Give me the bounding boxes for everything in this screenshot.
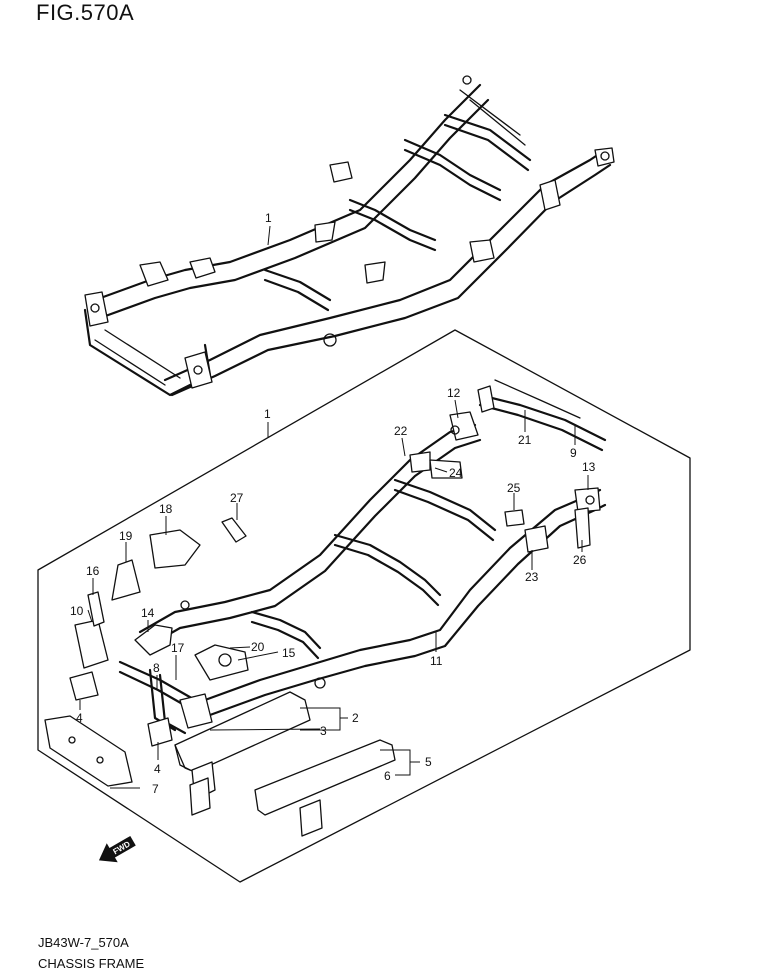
exploded-view-border [37, 329, 691, 883]
callout-15: 15 [282, 646, 296, 660]
callout-9: 9 [570, 446, 577, 460]
callout-13: 13 [582, 460, 596, 474]
callout-1-lower: 1 [264, 407, 271, 421]
callout-23: 23 [525, 570, 539, 584]
callout-5: 5 [425, 755, 432, 769]
callout-20: 20 [251, 640, 265, 654]
callout-labels: 1 1 2 3 4 4 5 6 7 8 9 10 11 12 13 14 15 … [70, 211, 596, 796]
callout-19: 19 [119, 529, 133, 543]
callout-27: 27 [230, 491, 244, 505]
callout-21: 21 [518, 433, 532, 447]
callout-10: 10 [70, 604, 84, 618]
figure-title: FIG.570A [36, 0, 135, 25]
callout-2: 2 [352, 711, 359, 725]
callout-25: 25 [507, 481, 521, 495]
callout-14: 14 [141, 606, 155, 620]
callout-1-upper: 1 [265, 211, 272, 225]
callout-17: 17 [171, 641, 185, 655]
callout-8: 8 [153, 661, 160, 675]
callout-12: 12 [447, 386, 461, 400]
callout-4-right: 4 [154, 762, 161, 776]
callout-7: 7 [152, 782, 159, 796]
callout-26: 26 [573, 553, 587, 567]
callout-4-left: 4 [76, 711, 83, 725]
figure-code: JB43W-7_570A [38, 935, 129, 950]
callout-3: 3 [320, 724, 327, 738]
exploded-frame-drawing [44, 379, 607, 837]
callout-11: 11 [430, 654, 443, 668]
callout-16: 16 [86, 564, 100, 578]
assembled-frame-drawing [83, 75, 615, 397]
callout-18: 18 [159, 502, 173, 516]
fwd-direction-arrow: FWD [98, 835, 136, 863]
callout-6: 6 [384, 769, 391, 783]
callout-22: 22 [394, 424, 408, 438]
leader-lines [79, 225, 589, 789]
callout-24: 24 [449, 466, 463, 480]
figure-description: CHASSIS FRAME [38, 956, 145, 971]
